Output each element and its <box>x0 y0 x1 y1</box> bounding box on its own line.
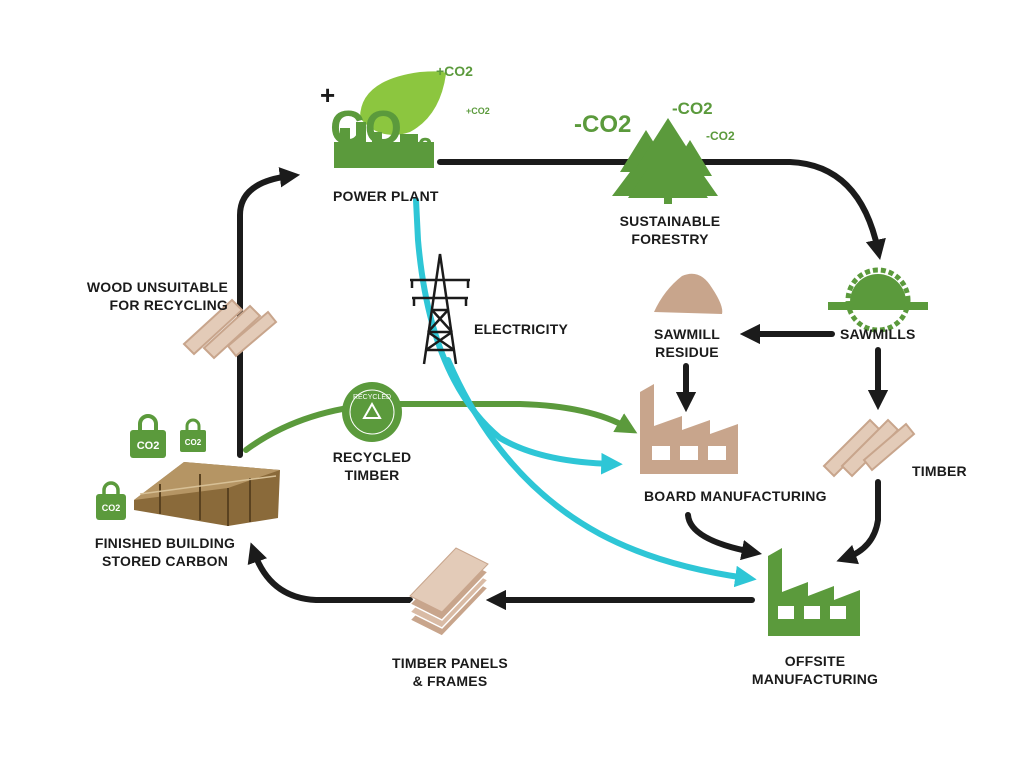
forestry-line-1: SUSTAINABLE <box>619 213 721 229</box>
recycle-badge-icon: RECYCLED <box>342 382 402 442</box>
co2-plant-icon: CO 2 + +CO2 +CO2 <box>320 63 490 168</box>
co2-minus-text: -CO2 <box>706 129 735 143</box>
pine-trees-icon: -CO2 -CO2 -CO2 <box>574 99 735 204</box>
residue-line-1: SAWMILL <box>654 326 720 342</box>
arrow-board-to-offsite <box>685 512 763 561</box>
offsite-factory <box>768 548 860 636</box>
co2-minus-text: -CO2 <box>574 111 631 138</box>
offsite-line-2: MANUFACTURING <box>751 671 879 687</box>
pylon-icon <box>410 253 470 365</box>
leaf-icon <box>360 71 446 135</box>
arrow-timber-to-offsite <box>836 479 881 565</box>
panels-line-1: TIMBER PANELS <box>392 655 508 671</box>
wood-unsuitable-label: WOOD UNSUITABLE FOR RECYCLING <box>60 278 228 314</box>
panel-stack-icon <box>408 547 490 637</box>
sawmills-label: SAWMILLS <box>840 326 916 342</box>
unsuitable-line-1: WOOD UNSUITABLE <box>86 279 228 295</box>
arrow-electricity-to-offsite <box>445 357 757 588</box>
unsuitable-line-2: FOR RECYCLING <box>109 297 228 313</box>
building-line-1: FINISHED BUILDING <box>94 535 236 551</box>
recycled-ring-text: RECYCLED <box>353 394 391 401</box>
forestry-line-2: FORESTRY <box>631 231 709 247</box>
sawmill-residue-label: SAWMILL RESIDUE <box>632 325 742 361</box>
recycled-timber-label: RECYCLED TIMBER <box>320 448 424 484</box>
building-line-2: STORED CARBON <box>101 553 229 569</box>
electricity-label: ELECTRICITY <box>474 321 568 337</box>
circular-saw-icon <box>828 267 928 333</box>
finished-building-label: FINISHED BUILDING STORED CARBON <box>80 534 250 570</box>
co2-small-text: +CO2 <box>436 63 473 79</box>
co2-minus-text: -CO2 <box>672 99 713 118</box>
recycled-line-1: RECYCLED <box>332 449 412 465</box>
arrow-panels-to-building <box>247 542 413 603</box>
timber-panels-label: TIMBER PANELS & FRAMES <box>380 654 520 690</box>
timber-planks-icon <box>182 298 916 478</box>
offsite-line-1: OFFSITE <box>784 653 846 669</box>
board-manufacturing-label: BOARD MANUFACTURING <box>644 488 827 504</box>
building-frame-icon <box>134 462 280 526</box>
padlock-co2-text: CO2 <box>185 438 202 447</box>
sawdust-pile-icon <box>654 273 723 314</box>
padlock-icon: CO2 CO2 CO2 <box>96 414 206 520</box>
arrow-recycled-timber <box>243 401 638 453</box>
padlock-co2-text: CO2 <box>137 440 160 452</box>
power-plant-label: POWER PLANT <box>333 188 439 204</box>
arrow-building-to-plant <box>237 167 301 458</box>
residue-line-2: RESIDUE <box>655 344 719 360</box>
sustainable-forestry-label: SUSTAINABLE FORESTRY <box>610 212 730 248</box>
co2-plus-sign: + <box>320 80 335 110</box>
flow-arrows <box>237 159 889 611</box>
timber-label: TIMBER <box>912 463 967 479</box>
padlock-co2-text: CO2 <box>102 503 121 513</box>
offsite-manufacturing-label: OFFSITE MANUFACTURING <box>740 652 890 688</box>
recycled-line-2: TIMBER <box>344 467 400 483</box>
co2-small-text: +CO2 <box>466 106 490 116</box>
factory-icon <box>640 384 860 636</box>
panels-line-2: & FRAMES <box>412 673 488 689</box>
arrow-plant-to-sawmills <box>437 159 886 260</box>
